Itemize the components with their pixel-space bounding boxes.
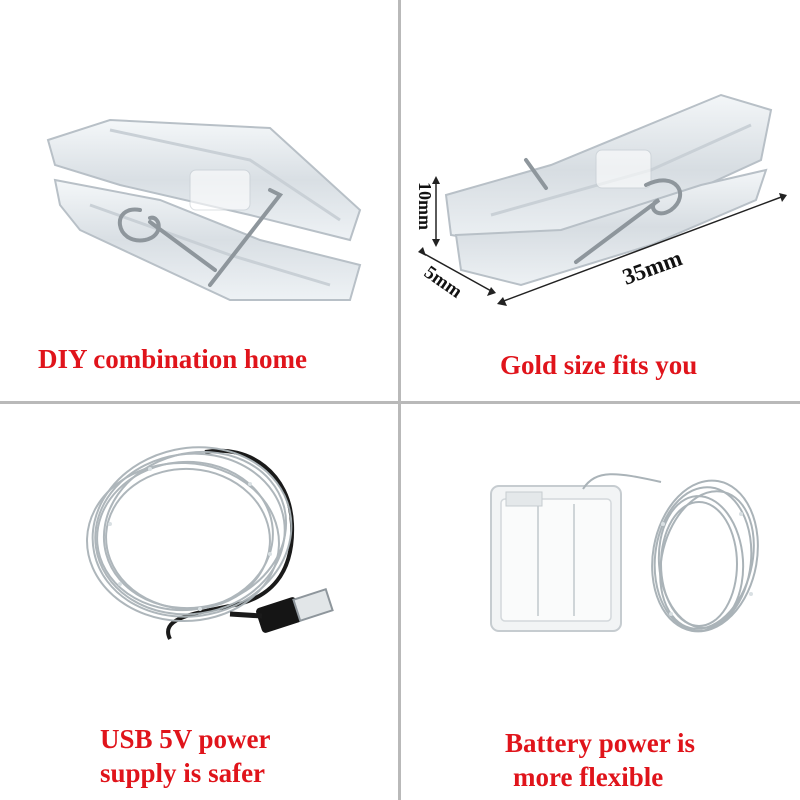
caption-usb-line1: USB 5V power xyxy=(100,724,271,754)
battery-box-fairy-wire-icon xyxy=(490,473,759,633)
dimension-height-label: 10mm xyxy=(415,182,435,230)
caption-diy-combination: DIY combination home xyxy=(38,344,308,374)
vertical-divider xyxy=(398,0,401,800)
clear-clothespin-clip-icon xyxy=(46,118,362,301)
clip-with-dimensions-icon: 10mm 5mm 35mm xyxy=(415,93,787,306)
caption-usb-power: USB 5V power supply is safer xyxy=(100,722,271,790)
caption-battery-line2: more flexible xyxy=(513,762,664,792)
panel-diy-combination: DIY combination home xyxy=(0,0,398,400)
caption-gold-size: Gold size fits you xyxy=(500,350,698,380)
caption-usb-line2: supply is safer xyxy=(100,758,266,788)
horizontal-divider xyxy=(0,401,800,404)
panel-usb-power: USB 5V power supply is safer xyxy=(0,404,398,800)
dimension-width-label: 5mm xyxy=(420,262,466,303)
caption-battery-power: Battery power is more flexible xyxy=(505,726,695,794)
caption-battery-line1: Battery power is xyxy=(505,728,695,758)
panel-gold-size: 10mm 5mm 35mm Gold size fits you xyxy=(401,0,799,400)
usb-fairy-wire-icon xyxy=(86,446,334,640)
panel-battery-power: Battery power is more flexible xyxy=(401,404,799,800)
